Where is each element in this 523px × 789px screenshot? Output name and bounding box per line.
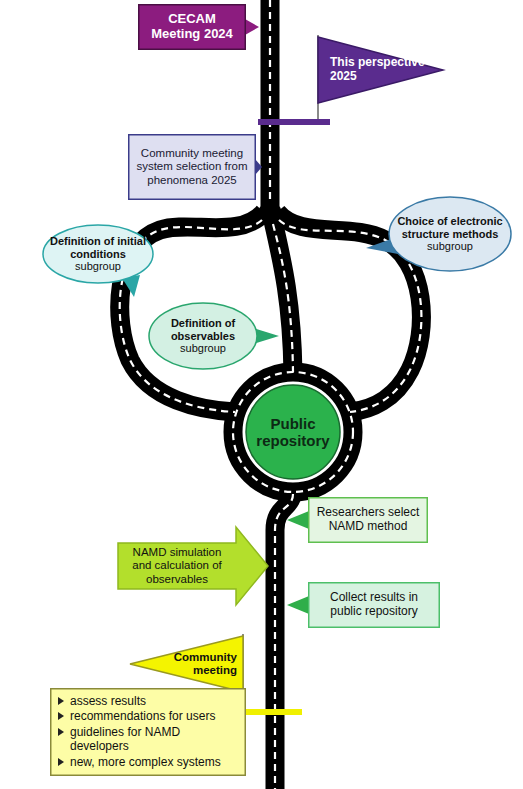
milestone-bar	[240, 709, 302, 715]
text-area: CECAM Meeting 2024	[138, 4, 246, 50]
node-text: Definition of observables	[158, 317, 248, 342]
repository-circle-shape	[246, 385, 340, 479]
node-text: Researchers select NAMD method	[313, 506, 423, 534]
node-text: This perspective 2025	[330, 56, 429, 84]
node-text: subgroup	[75, 260, 121, 273]
node-text: NAMD simulation and calculation of obser…	[126, 546, 228, 586]
node-text: subgroup	[180, 342, 226, 355]
meeting-flag: Community meeting	[130, 636, 243, 692]
text-area: Community meeting system selection from …	[128, 134, 256, 200]
text-area: Community meeting	[130, 636, 243, 692]
lane-marking	[269, 0, 271, 204]
text-area: Choice of electronic structure methodssu…	[388, 196, 512, 272]
lane-marking	[275, 494, 293, 789]
road	[261, 0, 280, 216]
bullet-row: assess results	[58, 695, 146, 709]
repository-circle: Public repository	[245, 384, 341, 480]
text-area: Definition of observablessubgroup	[148, 302, 258, 370]
node-text: Public repository	[249, 415, 337, 450]
subgroup-ellipse: Definition of initial conditionssubgroup	[42, 224, 154, 284]
milestone-box: CECAM Meeting 2024	[138, 4, 246, 50]
roundabout	[233, 372, 353, 492]
milestone-box-shape	[139, 5, 246, 50]
bullet-text: recommendations for users	[70, 710, 215, 724]
callout-pointer	[255, 159, 262, 175]
meeting-flag-shape	[130, 636, 243, 692]
text-area: This perspective 2025	[318, 37, 443, 103]
text-area: assess resultsrecommendations for users g…	[50, 688, 246, 776]
text-area: Public repository	[245, 384, 341, 480]
bullet-marker	[58, 712, 64, 720]
bullet-row: recommendations for users	[58, 710, 215, 724]
step-box-shape	[309, 583, 440, 628]
node-text: Community meeting	[170, 651, 237, 677]
meeting-box: Community meeting system selection from …	[128, 134, 256, 200]
node-text: CECAM Meeting 2024	[142, 12, 242, 42]
bullet-marker	[58, 697, 64, 705]
meeting-box-shape	[129, 135, 256, 200]
bullet-text: assess results	[70, 695, 146, 709]
subgroup-ellipse-shape	[149, 303, 257, 369]
milestone-flag-shape	[318, 37, 443, 103]
bullet-marker	[58, 758, 64, 766]
lane-marking	[273, 224, 293, 372]
bullet-text: new, more complex systems	[70, 756, 221, 770]
node-text: Choice of electronic structure methods	[396, 215, 504, 240]
node-text: Collect results in public repository	[313, 591, 435, 619]
outcome-box-shape	[51, 689, 246, 776]
node-text: subgroup	[427, 240, 473, 253]
bullet-row: guidelines for NAMD developers	[58, 726, 240, 754]
step-box: Researchers select NAMD method	[308, 497, 428, 543]
step-box: Collect results in public repository	[308, 582, 440, 628]
node-text: Community meeting system selection from …	[133, 147, 251, 187]
node-text: Definition of initial conditions	[50, 235, 146, 260]
callout-pointer	[287, 511, 309, 529]
text-area: NAMD simulation and calculation of obser…	[118, 527, 268, 605]
subgroup-ellipse-shape	[389, 197, 511, 271]
road	[275, 488, 293, 789]
callout-pointer	[245, 19, 259, 35]
text-area: Collect results in public repository	[308, 582, 440, 628]
milestone-bar	[258, 119, 330, 125]
road-junction	[258, 202, 282, 226]
process-arrow-shape	[118, 527, 268, 605]
road	[271, 212, 293, 374]
step-box-shape	[309, 498, 428, 543]
milestone-flag: This perspective 2025	[318, 37, 443, 103]
callout-pointer	[287, 596, 309, 614]
bullet-marker	[58, 728, 64, 736]
subgroup-ellipse-shape	[43, 225, 153, 283]
bullet-row: new, more complex systems	[58, 756, 221, 770]
process-arrow: NAMD simulation and calculation of obser…	[118, 527, 268, 605]
bullet-text: guidelines for NAMD developers	[70, 726, 240, 754]
subgroup-ellipse: Choice of electronic structure methodssu…	[388, 196, 512, 272]
text-area: Definition of initial conditionssubgroup	[42, 224, 154, 284]
lane-marking	[233, 372, 353, 492]
text-area: Researchers select NAMD method	[308, 497, 428, 543]
subgroup-ellipse: Definition of observablessubgroup	[148, 302, 258, 370]
outcome-box: assess resultsrecommendations for users g…	[50, 688, 246, 776]
